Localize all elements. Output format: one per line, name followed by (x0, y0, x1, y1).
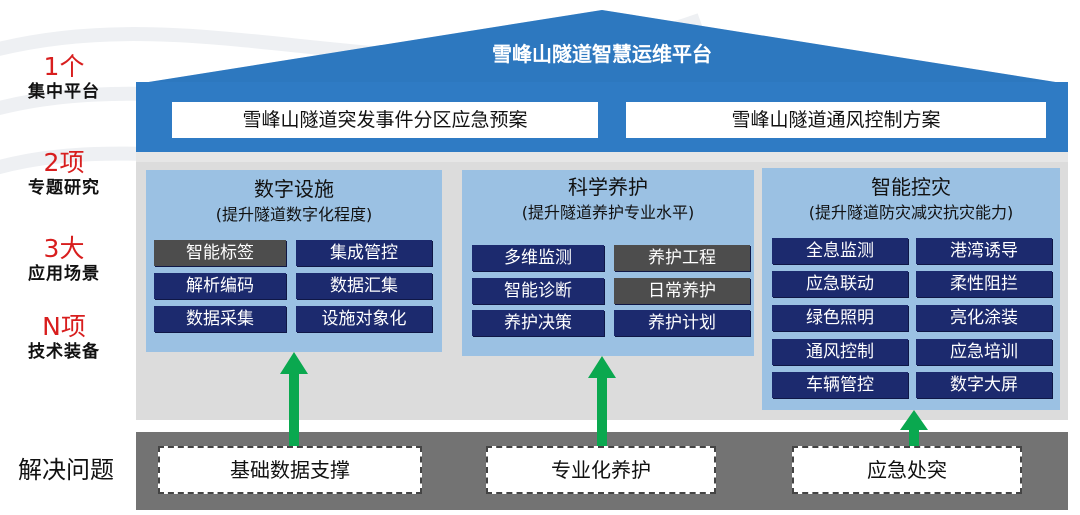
arrow-up-icon (280, 352, 308, 448)
problem-professional-maintenance: 专业化养护 (486, 446, 716, 494)
panel-smart-disaster-control: 智能控灾 (提升隧道防灾减灾抗灾能力) 全息监测 港湾诱导 应急联动 柔性阻拦 … (762, 168, 1060, 410)
tag-digital-screen: 数字大屏 (916, 372, 1052, 398)
panel-digital-facility: 数字设施 (提升隧道数字化程度) 智能标签 集成管控 解析编码 数据汇集 数据采… (146, 170, 442, 352)
problem-emergency-response: 应急处突 (792, 446, 1022, 494)
tag-emergency-linkage: 应急联动 (772, 271, 908, 297)
tag-bright-coating: 亮化涂装 (916, 305, 1052, 331)
arrow-up-icon (588, 356, 616, 448)
label-equipment-text: 技术装备 (28, 342, 100, 362)
tag-multi-monitor: 多维监测 (472, 245, 604, 271)
tag-parse-encode: 解析编码 (154, 273, 286, 299)
plan-emergency: 雪峰山隧道突发事件分区应急预案 (172, 102, 598, 138)
tag-holographic-monitor: 全息监测 (772, 238, 908, 264)
label-scenarios: 3大 应用场景 (0, 234, 128, 285)
tag-maintenance-decision: 养护决策 (472, 310, 604, 336)
label-platform-text: 集中平台 (28, 82, 100, 102)
tag-daily-maintenance: 日常养护 (614, 278, 750, 304)
tag-flexible-barrier: 柔性阻拦 (916, 271, 1052, 297)
label-equipment: N项 技术装备 (0, 312, 128, 363)
arrow-up-icon (900, 410, 928, 448)
tag-maintenance-plan: 养护计划 (614, 310, 750, 336)
label-research: 2项 专题研究 (0, 148, 128, 199)
tag-bay-guidance: 港湾诱导 (916, 238, 1052, 264)
tag-ventilation-control: 通风控制 (772, 339, 908, 365)
panel-subtitle: (提升隧道防灾减灾抗灾能力) (808, 203, 1014, 222)
tag-emergency-training: 应急培训 (916, 339, 1052, 365)
label-research-count: 2项 (43, 148, 85, 177)
tag-data-collect: 数据采集 (154, 306, 286, 332)
tag-maintenance-project: 养护工程 (614, 245, 750, 271)
solve-problems-label: 解决问题 (18, 456, 114, 484)
tag-smart-diagnosis: 智能诊断 (472, 278, 604, 304)
platform-roof (136, 10, 1068, 88)
label-platform: 1个 集中平台 (0, 52, 128, 103)
label-platform-count: 1个 (43, 52, 85, 81)
panel-subtitle: (提升隧道养护专业水平) (521, 203, 695, 222)
label-research-text: 专题研究 (28, 178, 100, 198)
label-scenarios-text: 应用场景 (28, 264, 100, 284)
tag-facility-object: 设施对象化 (296, 306, 432, 332)
platform-title: 雪峰山隧道智慧运维平台 (492, 42, 712, 66)
label-equipment-count: N项 (42, 312, 86, 341)
panel-title: 数字设施 (254, 177, 334, 201)
tag-vehicle-control: 车辆管控 (772, 372, 908, 398)
plan-ventilation: 雪峰山隧道通风控制方案 (626, 102, 1046, 138)
tag-green-lighting: 绿色照明 (772, 305, 908, 331)
panel-scientific-maintenance: 科学养护 (提升隧道养护专业水平) 多维监测 养护工程 智能诊断 日常养护 养护… (462, 170, 754, 356)
problem-basic-data: 基础数据支撑 (158, 446, 422, 494)
panel-subtitle: (提升隧道数字化程度) (215, 205, 373, 224)
tag-smart-label: 智能标签 (154, 240, 286, 266)
tag-data-aggregate: 数据汇集 (296, 273, 432, 299)
panel-title: 科学养护 (568, 175, 648, 199)
panel-title: 智能控灾 (871, 175, 951, 199)
label-scenarios-count: 3大 (43, 234, 85, 263)
tag-integrated-control: 集成管控 (296, 240, 432, 266)
